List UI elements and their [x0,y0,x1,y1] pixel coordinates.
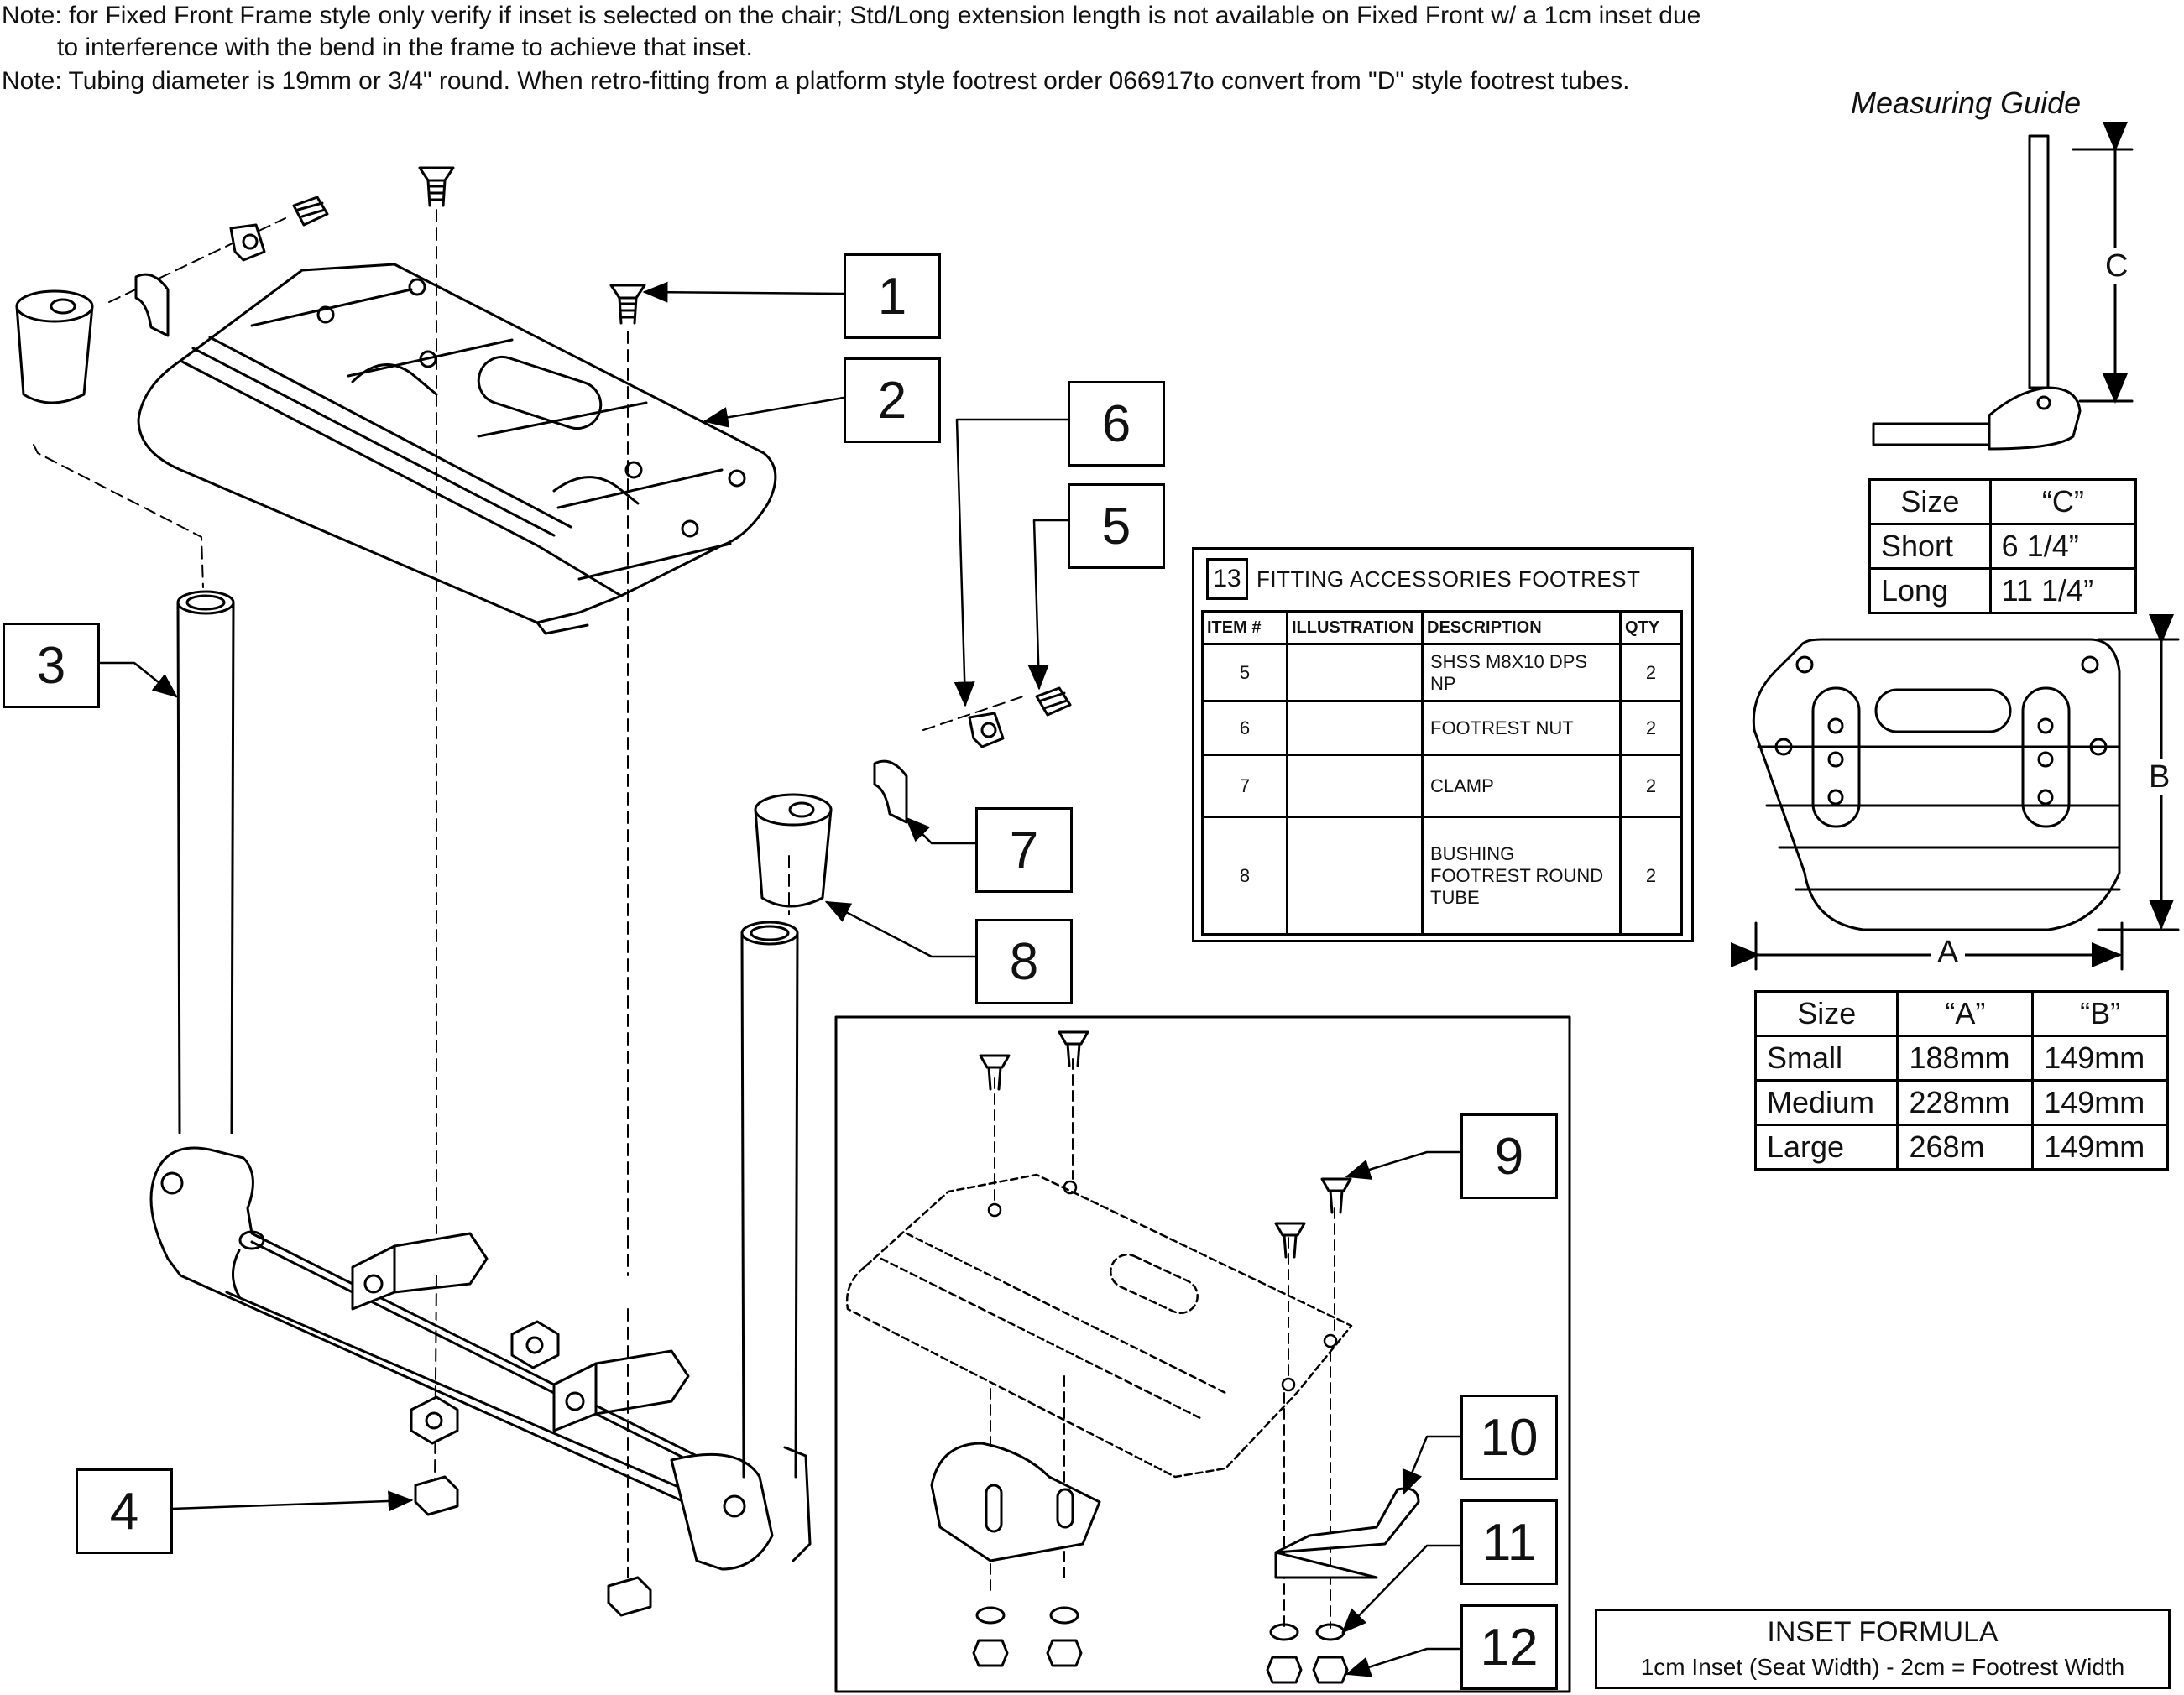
acc-illustration-cell [1286,816,1424,936]
acc-qty: 2 [1619,754,1683,818]
size-c-table: Size “C” Short 6 1/4” Long 11 1/4” [1868,478,2138,614]
ab-table-header-a: “A” [1896,990,2035,1037]
screw-top-left [418,166,455,207]
dim-label-a: A [1931,935,1966,971]
callout-9: 9 [1460,1113,1558,1199]
acc-qty: 2 [1619,816,1683,936]
inset-formula-box: INSET FORMULA 1cm Inset (Seat Width) - 2… [1595,1609,2171,1689]
inset-bracket-left [930,1442,1101,1562]
callout-4: 4 [76,1468,173,1554]
callout-8: 8 [975,919,1073,1004]
acc-description: SHSS M8X10 DPS NP [1421,643,1622,702]
acc-row: 5 SHSS M8X10 DPS NP 2 [1201,643,1683,702]
ab-table-cell: 149mm [2031,1124,2169,1171]
callout-1: 1 [844,253,941,339]
c-table-cell: 6 1/4” [1988,523,2138,570]
note-line-3: Note: Tubing diameter is 19mm or 3/4" ro… [2,67,1630,95]
acc-header-illustration: ILLUSTRATION [1286,610,1424,645]
acc-item-number: 6 [1201,700,1288,756]
acc-description: BUSHING FOOTREST ROUND TUBE [1421,816,1622,936]
dim-label-c: C [2105,248,2129,284]
ab-table-cell: Small [1753,1035,1899,1082]
t-nut-left [414,1475,459,1516]
tube-left [176,590,235,1134]
c-table-cell: Short [1868,523,1992,570]
acc-item-number: 7 [1201,754,1288,818]
ab-table-cell: 149mm [2031,1079,2169,1126]
acc-item-number: 5 [1201,643,1288,702]
acc-row: 7 CLAMP 2 [1201,754,1683,818]
callout-3: 3 [3,623,100,708]
callout-5: 5 [1068,483,1165,569]
footrest-nut-left [229,223,266,262]
ab-table-header-b: “B” [2031,990,2169,1037]
acc-qty: 2 [1619,643,1683,702]
callout-2: 2 [844,357,941,443]
ab-table-cell: Large [1753,1124,1899,1171]
acc-row: 8 BUSHING FOOTREST ROUND TUBE 2 [1201,816,1683,936]
inset-footplate [845,1173,1353,1479]
clamp-left [134,273,170,337]
screw-top-right [609,284,646,325]
bushing-left [15,289,94,404]
ab-table-cell: Medium [1753,1079,1899,1126]
ab-table-header-size: Size [1753,990,1899,1037]
acc-item-number: 8 [1201,816,1288,936]
accessories-title: FITTING ACCESSORIES FOOTREST [1257,566,1641,592]
callout-6: 6 [1068,381,1165,467]
acc-illustration-cell [1286,700,1424,756]
acc-header-qty: QTY [1619,610,1683,645]
callout-11: 11 [1460,1499,1558,1585]
tube-right [740,921,799,1479]
acc-description: CLAMP [1421,754,1622,818]
measuring-guide-title: Measuring Guide [1851,86,2082,120]
footplate [137,263,777,635]
acc-header-description: DESCRIPTION [1421,610,1622,645]
fitting-accessories-panel: 13 FITTING ACCESSORIES FOOTREST ITEM # I… [1192,547,1694,942]
ab-table-cell: 188mm [1896,1035,2035,1082]
inset-screws [979,1030,1352,1259]
acc-header-item: ITEM # [1201,610,1288,645]
ab-table-cell: 268m [1896,1124,2035,1171]
c-table-cell: 11 1/4” [1988,567,2138,614]
callout-10: 10 [1460,1395,1558,1480]
ab-table-cell: 149mm [2031,1035,2169,1082]
t-nut-right [607,1576,652,1617]
c-table-header-size: Size [1868,478,1992,525]
note-line-2: to interference with the bend in the fra… [57,34,753,61]
acc-illustration-cell [1286,754,1424,818]
acc-illustration-cell [1286,643,1424,702]
set-screw-right [1035,686,1072,717]
accessories-table: ITEM # ILLUSTRATION DESCRIPTION QTY 5 SH… [1201,610,1683,936]
acc-qty: 2 [1619,700,1683,756]
note-line-1: Note: for Fixed Front Frame style only v… [2,2,1701,29]
inset-formula-text: 1cm Inset (Seat Width) - 2cm = Footrest … [1640,1654,2125,1680]
inset-formula-title: INSET FORMULA [1767,1616,1999,1648]
ab-table-cell: 228mm [1896,1079,2035,1126]
acc-description: FOOTREST NUT [1421,700,1622,756]
callout-7: 7 [975,807,1073,893]
dim-label-b: B [2149,759,2171,795]
callout-12: 12 [1460,1604,1558,1690]
c-table-cell: Long [1868,567,1992,614]
c-table-header-c: “C” [1988,478,2138,525]
measuring-tube [1872,134,2082,451]
inset-bracket-right [1274,1487,1420,1579]
measuring-footplate [1752,638,2121,931]
footrest-nut-right [968,712,1005,748]
inset-detail-box [834,1015,1571,1693]
accessories-number: 13 [1206,558,1248,600]
size-ab-table: Size “A” “B” Small 188mm 149mm Medium 22… [1753,990,2169,1171]
set-screw-left [292,196,329,227]
inset-nuts-washers [972,1606,1349,1684]
clamp-right [873,759,908,824]
acc-row: 6 FOOTREST NUT 2 [1201,700,1683,756]
bushing-right [754,793,833,908]
